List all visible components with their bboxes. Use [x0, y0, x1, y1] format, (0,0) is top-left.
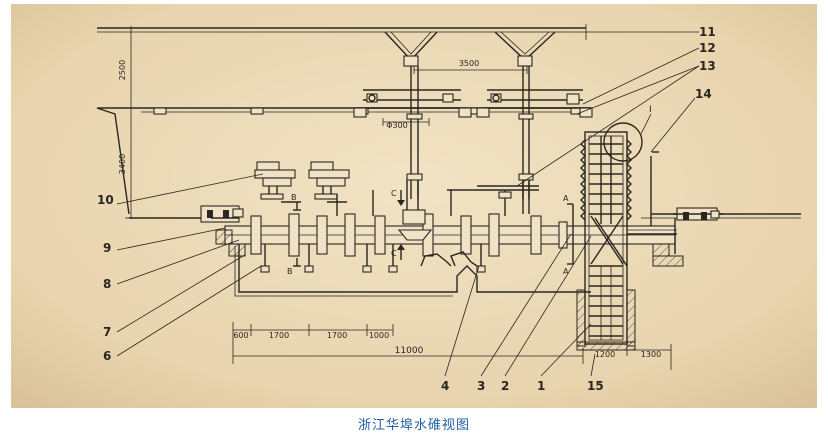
callout-3: 3 [477, 379, 485, 393]
dim-600: 600 [233, 331, 248, 340]
dim-1000: 1000 [369, 331, 389, 340]
dim-phi300: Φ300 [386, 121, 408, 130]
dim-11000: 11000 [395, 346, 424, 356]
bottom-dimensions [232, 322, 672, 370]
hammer-head-left-1 [254, 161, 296, 200]
callout-8: 8 [103, 277, 111, 291]
callout-7: 7 [103, 325, 111, 339]
pit-foundation [211, 217, 684, 297]
callout-10: 10 [97, 193, 114, 207]
leader-lines [116, 31, 700, 377]
callout-4: 4 [441, 379, 449, 393]
dim-3500: 3500 [459, 59, 479, 68]
water-mill-drawing: 2500 3400 3500 Φ300 600 1700 1700 1000 1… [11, 4, 817, 408]
dimension-labels: 2500 3400 3500 Φ300 600 1700 1700 1000 1… [118, 59, 661, 359]
callout-11: 11 [699, 25, 716, 39]
section-c-bottom: C [391, 249, 397, 258]
section-a-bottom: A [563, 267, 569, 276]
callout-9: 9 [103, 241, 111, 255]
callout-2: 2 [501, 379, 509, 393]
section-arrows [293, 190, 405, 267]
section-b-bottom: B [287, 267, 293, 276]
water-wheel [567, 122, 677, 351]
callout-13: 13 [699, 59, 716, 73]
dim-1200: 1200 [595, 350, 615, 359]
figure-caption: 浙江华埠水碓视图 [357, 418, 470, 433]
section-a-top: A [563, 194, 569, 203]
dim-2500: 2500 [118, 60, 127, 80]
main-axle [224, 180, 676, 273]
callout-14: 14 [695, 87, 712, 101]
callout-12: 12 [699, 41, 716, 55]
callout-1: 1 [537, 379, 545, 393]
callout-numbers: 11 12 13 14 10 9 8 7 6 4 3 2 1 15 [97, 25, 716, 393]
section-b-top: B [291, 193, 297, 202]
wheel-blades-top [589, 136, 623, 224]
dim-1300: 1300 [641, 350, 661, 359]
detail-mark-i: I [649, 105, 652, 115]
dim-3400: 3400 [118, 154, 127, 174]
wheel-blades-bottom [589, 265, 623, 340]
section-c-top: C [391, 189, 397, 198]
dim-1700-a: 1700 [269, 331, 289, 340]
overhead-frame [96, 24, 593, 219]
section-labels: A A B B C C I [287, 105, 652, 276]
callout-15: 15 [587, 379, 604, 393]
right-ground [641, 151, 801, 235]
callout-6: 6 [103, 349, 111, 363]
dim-1700-b: 1700 [327, 331, 347, 340]
